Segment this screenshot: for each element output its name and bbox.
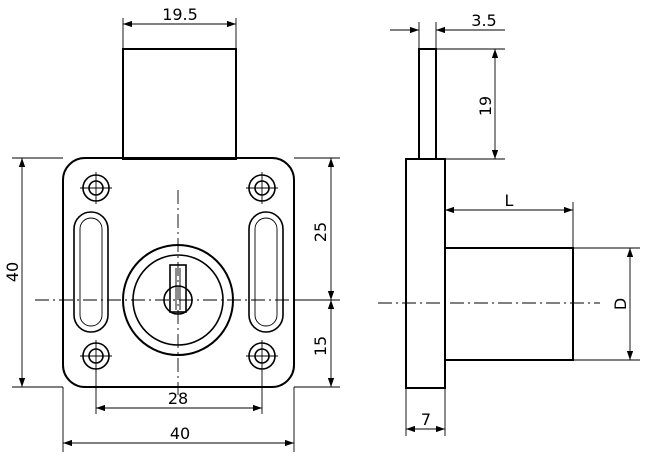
- dim-label-upper-offset: 25: [311, 222, 330, 242]
- side-view: [378, 48, 600, 389]
- mounting-plate: [62, 157, 295, 388]
- dimension-hole-spacing: 28: [95, 371, 263, 414]
- dim-label-hole-spacing: 28: [168, 389, 188, 408]
- dim-label-lower-offset: 15: [311, 336, 330, 356]
- front-view: [35, 48, 340, 395]
- dim-label-top-width: 19.5: [162, 5, 198, 24]
- dimension-lower-offset: 15: [294, 300, 340, 388]
- dim-label-length: L: [505, 191, 514, 210]
- dimension-diameter: D: [573, 247, 640, 361]
- slot-right-inner: [254, 217, 278, 327]
- slot-left-inner: [79, 217, 103, 327]
- mounting-hole-bottom-left: [80, 340, 112, 372]
- dim-label-diameter: D: [611, 298, 630, 310]
- dim-label-overall-height: 40: [3, 262, 22, 282]
- dimension-shaft-height: 19: [436, 48, 505, 160]
- side-cylinder: [444, 247, 574, 361]
- mounting-hole-top-right: [246, 172, 278, 204]
- mounting-hole-bottom-right: [246, 340, 278, 372]
- dim-label-plate-thickness: 7: [421, 410, 431, 429]
- dim-label-shaft-height: 19: [476, 96, 495, 116]
- dimension-side-thickness: 3.5: [390, 11, 505, 49]
- dimension-length: L: [445, 191, 574, 248]
- dimension-overall-width: 40: [62, 387, 295, 452]
- side-plate: [405, 158, 446, 389]
- slot-left: [73, 211, 109, 333]
- dim-label-side-thickness: 3.5: [471, 11, 496, 30]
- dimension-top-width: 19.5: [122, 5, 237, 49]
- dimension-overall-height: 40: [3, 157, 63, 388]
- dim-label-overall-width: 40: [170, 424, 190, 443]
- dimension-upper-offset: 25: [294, 157, 340, 301]
- slot-right: [248, 211, 284, 333]
- bolt-top: [122, 48, 237, 160]
- side-shaft: [418, 48, 437, 160]
- dimension-plate-thickness: 7: [405, 388, 446, 436]
- mounting-hole-top-left: [80, 172, 112, 204]
